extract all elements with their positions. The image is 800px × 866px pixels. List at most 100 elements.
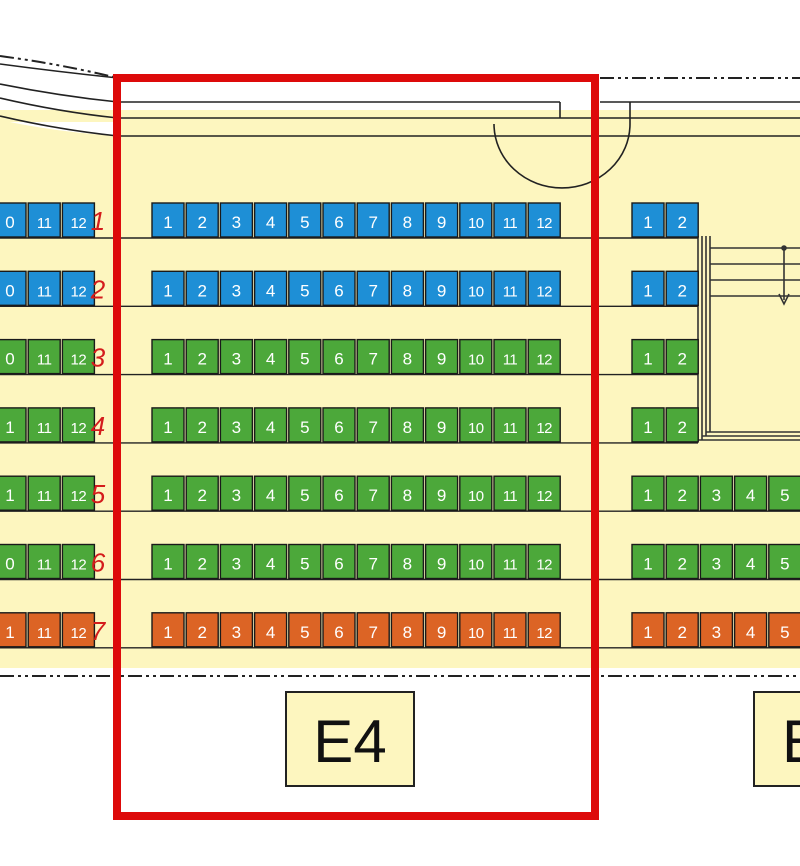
seat-left[interactable]: 11: [27, 407, 61, 443]
seat-e4[interactable]: 9: [424, 338, 459, 375]
seat-e4[interactable]: 6: [322, 475, 356, 511]
seat-e4[interactable]: 10: [459, 475, 493, 511]
seat-left[interactable]: 12: [61, 543, 96, 580]
seat-right[interactable]: 1: [631, 612, 665, 648]
seat-e4[interactable]: 11: [493, 612, 527, 648]
seat-e4[interactable]: 2: [185, 543, 219, 580]
seat-right[interactable]: 2: [665, 612, 699, 648]
seat-e4[interactable]: 7: [356, 202, 390, 238]
seat-e4[interactable]: 2: [185, 270, 219, 306]
seat-e4[interactable]: 4: [253, 612, 288, 648]
seat-e4[interactable]: 1: [151, 407, 185, 443]
seat-left[interactable]: 11: [27, 475, 61, 511]
seat-e4[interactable]: 8: [390, 543, 425, 580]
seat-e4[interactable]: 10: [459, 270, 493, 306]
seat-e4[interactable]: 5: [288, 612, 322, 648]
seat-e4[interactable]: 5: [288, 270, 322, 306]
seat-e4[interactable]: 4: [253, 475, 288, 511]
seat-right[interactable]: 2: [665, 270, 699, 306]
seat-e4[interactable]: 10: [459, 338, 493, 375]
seat-e4[interactable]: 6: [322, 338, 356, 375]
seat-e4[interactable]: 12: [527, 475, 561, 511]
seat-right[interactable]: 2: [665, 475, 699, 511]
seat-left[interactable]: 12: [61, 202, 96, 238]
seat-e4[interactable]: 12: [527, 338, 561, 375]
seat-e4[interactable]: 8: [390, 338, 425, 375]
seat-e4[interactable]: 12: [527, 202, 561, 238]
seat-left[interactable]: 0: [0, 270, 27, 306]
seat-e4[interactable]: 4: [253, 543, 288, 580]
seat-left[interactable]: 11: [27, 338, 61, 375]
seat-e4[interactable]: 4: [253, 407, 288, 443]
seat-left[interactable]: 12: [61, 407, 96, 443]
seat-e4[interactable]: 3: [219, 338, 254, 375]
seat-e4[interactable]: 7: [356, 407, 390, 443]
seat-e4[interactable]: 12: [527, 270, 561, 306]
seat-e4[interactable]: 2: [185, 612, 219, 648]
seat-e4[interactable]: 7: [356, 543, 390, 580]
seat-e4[interactable]: 2: [185, 475, 219, 511]
seat-e4[interactable]: 1: [151, 202, 185, 238]
seat-e4[interactable]: 3: [219, 475, 254, 511]
seat-right[interactable]: 5: [768, 475, 800, 511]
seat-right[interactable]: 1: [631, 407, 665, 443]
seat-e4[interactable]: 5: [288, 338, 322, 375]
seat-right[interactable]: 5: [768, 612, 800, 648]
seat-e4[interactable]: 6: [322, 270, 356, 306]
seat-e4[interactable]: 3: [219, 407, 254, 443]
seat-e4[interactable]: 8: [390, 270, 425, 306]
seat-e4[interactable]: 11: [493, 338, 527, 375]
seat-e4[interactable]: 11: [493, 475, 527, 511]
seat-e4[interactable]: 11: [493, 543, 527, 580]
seat-left[interactable]: 11: [27, 202, 61, 238]
seat-right[interactable]: 4: [733, 475, 768, 511]
seat-left[interactable]: 11: [27, 612, 61, 648]
seat-e4[interactable]: 7: [356, 475, 390, 511]
seat-e4[interactable]: 12: [527, 543, 561, 580]
seat-e4[interactable]: 4: [253, 338, 288, 375]
seat-right[interactable]: 3: [699, 543, 734, 580]
seat-left[interactable]: 12: [61, 338, 96, 375]
seat-left[interactable]: 1: [0, 407, 27, 443]
seat-right[interactable]: 5: [768, 543, 800, 580]
seat-right[interactable]: 3: [699, 475, 734, 511]
seat-right[interactable]: 1: [631, 475, 665, 511]
seat-e4[interactable]: 3: [219, 270, 254, 306]
seat-left[interactable]: 12: [61, 270, 96, 306]
seat-right[interactable]: 4: [733, 543, 768, 580]
seat-right[interactable]: 4: [733, 612, 768, 648]
seat-e4[interactable]: 11: [493, 270, 527, 306]
seat-e4[interactable]: 10: [459, 202, 493, 238]
seat-e4[interactable]: 3: [219, 543, 254, 580]
seat-e4[interactable]: 5: [288, 407, 322, 443]
seat-e4[interactable]: 9: [424, 475, 459, 511]
seat-right[interactable]: 2: [665, 407, 699, 443]
seat-e4[interactable]: 9: [424, 612, 459, 648]
seat-left[interactable]: 1: [0, 475, 27, 511]
highlighted-block-frame[interactable]: [113, 74, 599, 820]
seat-e4[interactable]: 10: [459, 612, 493, 648]
seat-e4[interactable]: 7: [356, 338, 390, 375]
seat-e4[interactable]: 2: [185, 202, 219, 238]
seat-e4[interactable]: 9: [424, 202, 459, 238]
seat-e4[interactable]: 9: [424, 407, 459, 443]
seat-left[interactable]: 12: [61, 475, 96, 511]
seat-left[interactable]: 0: [0, 543, 27, 580]
seat-e4[interactable]: 1: [151, 543, 185, 580]
seat-e4[interactable]: 10: [459, 407, 493, 443]
seat-right[interactable]: 3: [699, 612, 734, 648]
seat-e4[interactable]: 5: [288, 543, 322, 580]
seat-e4[interactable]: 3: [219, 202, 254, 238]
seat-e4[interactable]: 1: [151, 338, 185, 375]
seat-e4[interactable]: 4: [253, 202, 288, 238]
seat-e4[interactable]: 8: [390, 202, 425, 238]
seat-e4[interactable]: 3: [219, 612, 254, 648]
seat-e4[interactable]: 12: [527, 407, 561, 443]
seat-e4[interactable]: 11: [493, 407, 527, 443]
seat-left[interactable]: 1: [0, 612, 27, 648]
seat-e4[interactable]: 12: [527, 612, 561, 648]
seat-e4[interactable]: 8: [390, 475, 425, 511]
seat-right[interactable]: 2: [665, 543, 699, 580]
seat-e4[interactable]: 1: [151, 612, 185, 648]
seat-e4[interactable]: 8: [390, 612, 425, 648]
